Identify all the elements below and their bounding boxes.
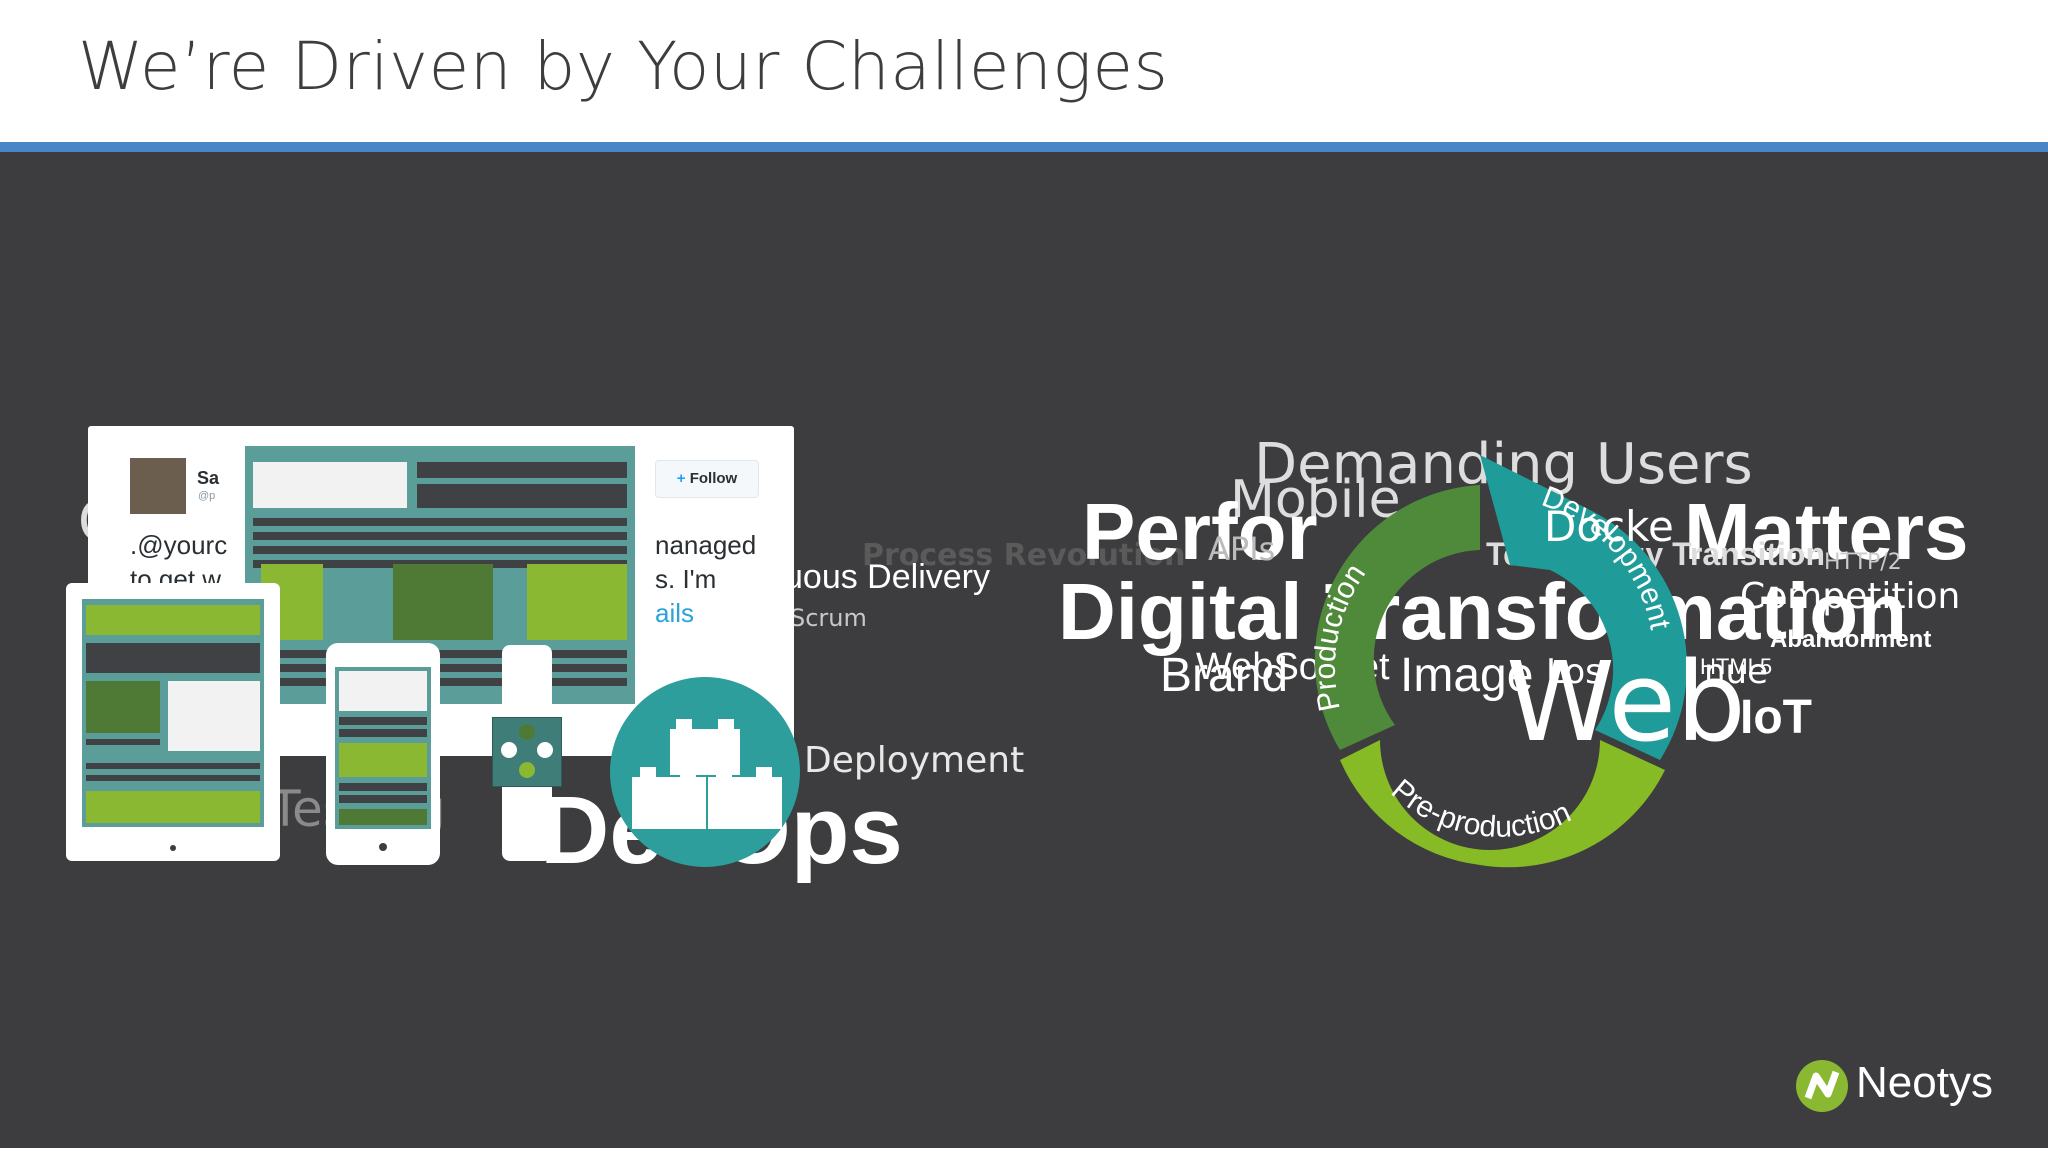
tweet-text-right2: s. I'm [655, 564, 717, 594]
word-docker: Docke [1544, 502, 1674, 551]
tablet-tile [168, 681, 260, 751]
slide-header: We’re Driven by Your Challenges [0, 0, 2048, 142]
tablet-home-button [170, 845, 176, 851]
phone-home-button [379, 843, 387, 851]
word-lost-revenue-b: nue [1704, 652, 1769, 692]
stage-bottom-edge [0, 1148, 2048, 1152]
devops-cycle-diagram: Production Development Pre-production [1309, 455, 1687, 868]
word-web: Web [1506, 638, 1746, 766]
word-process-revolution: Process Revolution [862, 538, 1186, 573]
browser-tile [393, 564, 493, 640]
lego-bricks-icon [632, 719, 782, 829]
cycle-preproduction-arc [1340, 740, 1665, 868]
cycle-development-arc [1480, 455, 1687, 760]
browser-line [253, 650, 627, 658]
slide-title: We’re Driven by Your Challenges [78, 28, 1169, 105]
browser-mockup [245, 446, 635, 704]
browser-tile [527, 564, 627, 640]
watch-face [492, 717, 562, 787]
browser-line [253, 678, 627, 686]
word-performance: Perfor [1082, 487, 1318, 576]
word-brand: Brand [1160, 649, 1289, 702]
browser-line [253, 518, 627, 526]
phone-line [339, 783, 427, 791]
tweet-name: Sa [197, 468, 220, 488]
tablet-banner [86, 605, 260, 635]
phone-line [339, 729, 427, 737]
word-iot: IoT [1740, 691, 1812, 744]
tablet-footer [86, 791, 260, 823]
tweet-text-line1: .@yourc [130, 530, 228, 560]
word-scrum: Scrum [790, 604, 867, 632]
word-lost-revenue-a: Los [1546, 652, 1603, 692]
word-matters: Matters [1684, 487, 1969, 576]
phone-line [339, 717, 427, 725]
phone-line [339, 795, 427, 803]
tablet-tile [86, 681, 160, 733]
browser-bar [417, 484, 627, 508]
word-continuous-delivery: uous Delivery [784, 558, 990, 596]
tweet-handle: @p [198, 490, 216, 502]
browser-header-block [253, 462, 407, 508]
word-mobile: Mobile [1230, 470, 1401, 530]
cycle-production-arc [1314, 485, 1480, 750]
tablet-line [86, 775, 260, 781]
word-apis: APIs [1208, 530, 1276, 568]
watch-dot [537, 742, 553, 758]
tablet-mockup [66, 583, 280, 861]
tablet-line [86, 763, 260, 769]
browser-line [253, 664, 627, 672]
word-http2: HTTP/2 [1824, 550, 1902, 575]
tablet-line [86, 739, 160, 745]
word-deployment: Deployment [804, 740, 1025, 781]
add-user-icon: + [676, 470, 686, 487]
watch-dot [519, 762, 535, 778]
phone-screen [335, 667, 431, 829]
phone-footer [339, 809, 427, 825]
building-blocks-icon [610, 677, 800, 867]
follow-label: Follow [689, 470, 738, 487]
word-image: Image [1400, 649, 1534, 702]
word-digital-transformation: Digital Transformation [1058, 567, 1907, 656]
tablet-screen [82, 599, 264, 827]
word-competition: Competition [1740, 576, 1961, 617]
tablet-bar [86, 643, 260, 673]
watch-dot [519, 724, 535, 740]
browser-line [253, 532, 627, 540]
accent-bar [0, 142, 2048, 152]
neotys-wordmark: Neotys [1856, 1058, 1993, 1107]
follow-button[interactable]: + Follow [655, 460, 759, 498]
watch-dot [501, 742, 517, 758]
word-abandonment: Abandonment [1770, 626, 1932, 653]
browser-bar [417, 462, 627, 478]
word-html5: HTML5 [1700, 654, 1773, 679]
phone-block [339, 671, 427, 711]
tweet-link: ails [655, 598, 695, 628]
phone-tile [339, 743, 427, 777]
neotys-logo-icon [1796, 1060, 1848, 1112]
browser-line [253, 546, 627, 554]
smartwatch-mockup [492, 645, 562, 861]
tweet-avatar [130, 458, 186, 514]
tweet-text-right1: nanaged [655, 530, 757, 560]
phone-mockup [326, 643, 440, 865]
